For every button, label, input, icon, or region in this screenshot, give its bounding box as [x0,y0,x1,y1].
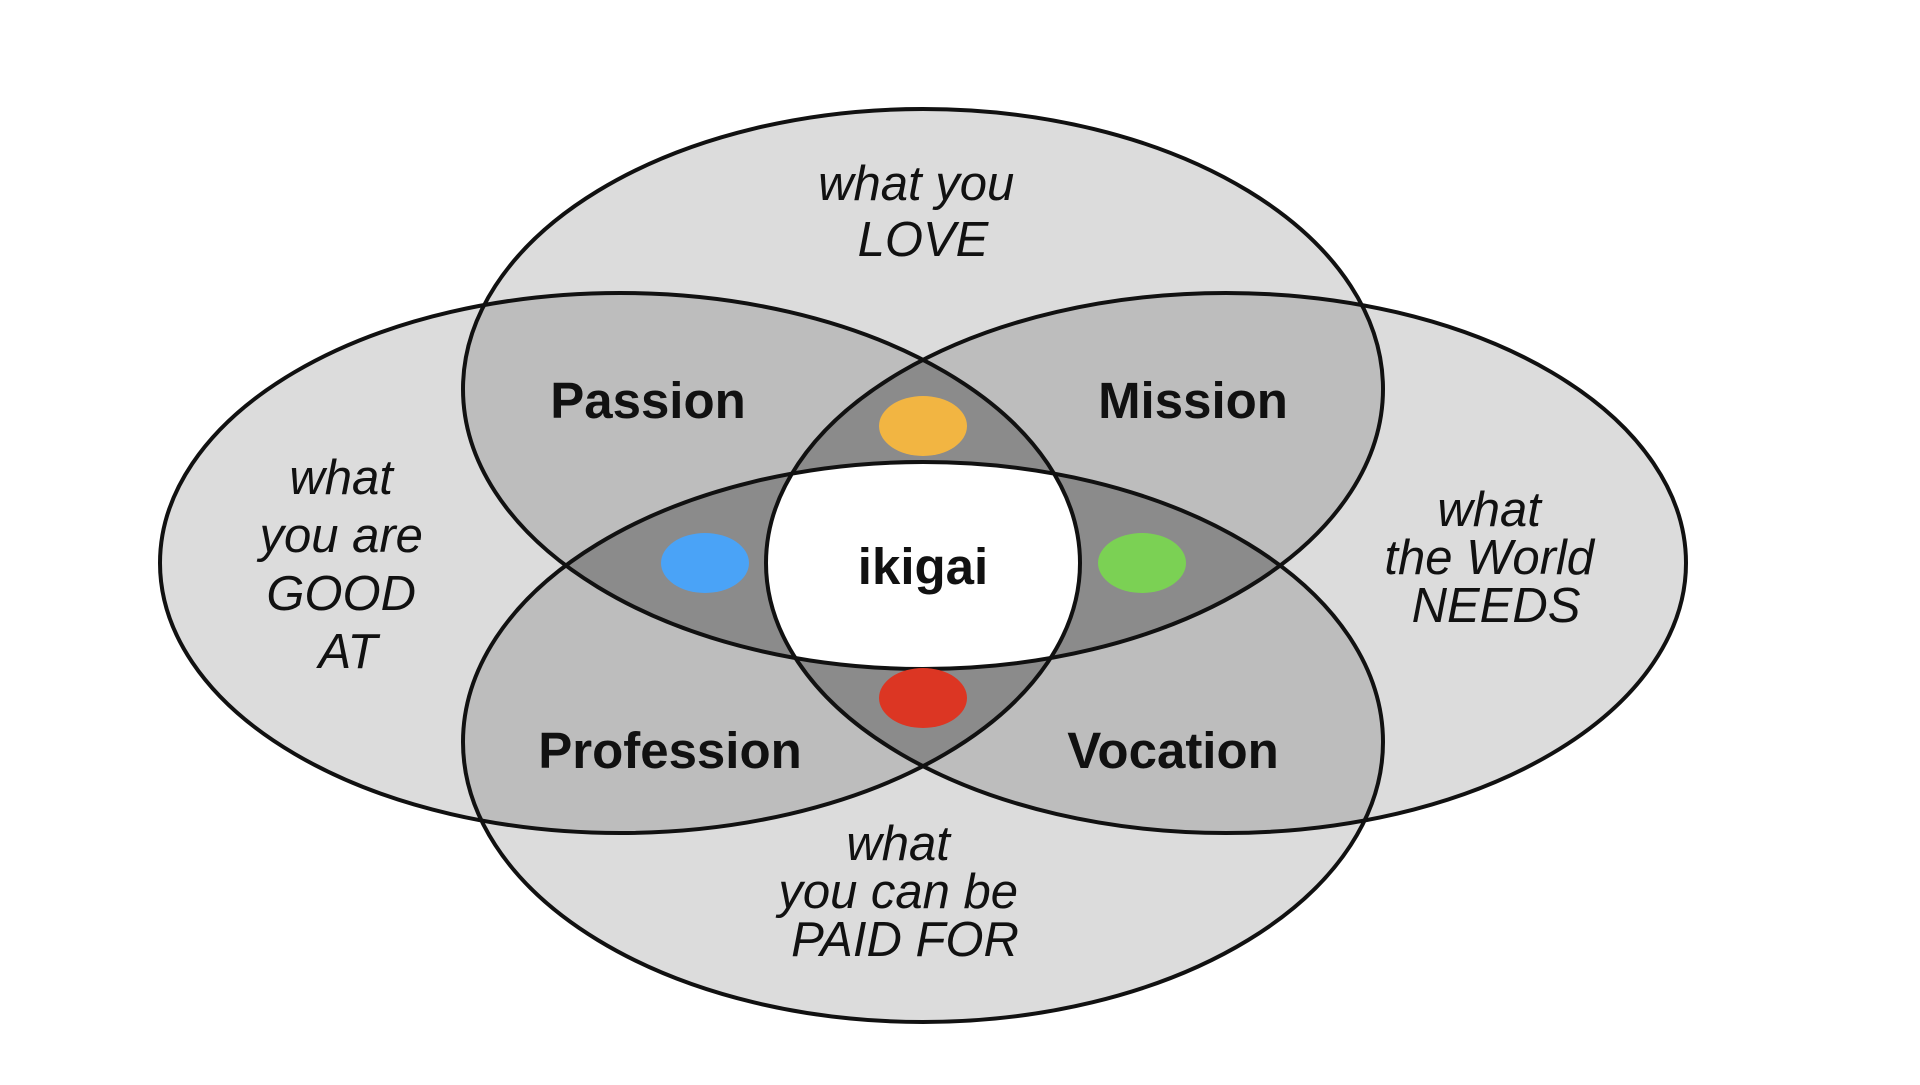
good-at-label: what you are GOOD AT [256,451,436,679]
profession-label: Profession [538,722,802,779]
paid-for-label: what you can be PAID FOR [775,817,1031,967]
dot-right [1098,533,1186,593]
dot-top [879,396,967,456]
dot-bottom [879,668,967,728]
circle-paid-for [463,462,1383,1022]
mission-label: Mission [1098,372,1288,429]
overlap-shading [463,293,1383,833]
dot-left [661,533,749,593]
passion-label: Passion [550,372,746,429]
vocation-label: Vocation [1067,722,1279,779]
love-label: what you LOVE [818,157,1028,267]
world-needs-label: what the World NEEDS [1384,483,1607,633]
ikigai-label: ikigai [858,538,988,595]
